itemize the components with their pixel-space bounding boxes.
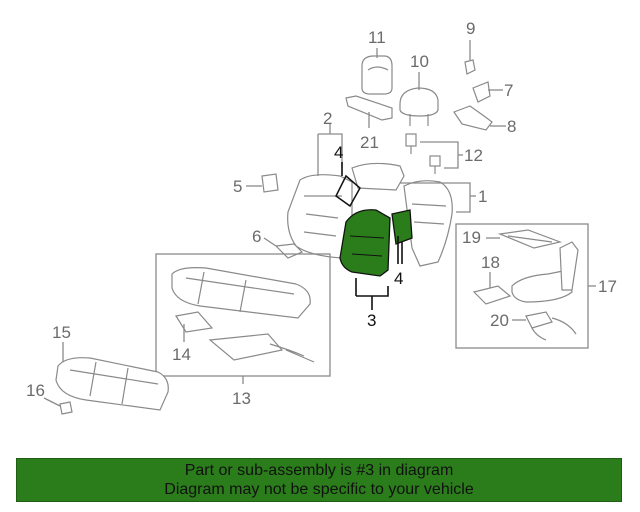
parts-diagram: 11 10 9 7 8 21 12: [26, 19, 617, 415]
guide-part-9[interactable]: [464, 59, 476, 75]
guide-part-12[interactable]: [405, 133, 441, 174]
banner-line-2: Diagram may not be specific to your vehi…: [164, 481, 474, 498]
callout-16: 16: [26, 381, 45, 400]
callout-4-upper: 4: [334, 143, 343, 162]
info-banner: Part or sub-assembly is #3 in diagram Di…: [16, 458, 622, 502]
callout-5: 5: [233, 177, 242, 196]
banner-line-1: Part or sub-assembly is #3 in diagram: [184, 462, 454, 479]
bracket-part-8[interactable]: [453, 105, 493, 131]
frame-part-19[interactable]: [497, 229, 563, 249]
module-part-18[interactable]: [472, 285, 512, 305]
callout-6: 6: [252, 227, 261, 246]
callout-15: 15: [52, 323, 71, 342]
headrest-part-11[interactable]: [361, 55, 393, 95]
callout-8: 8: [507, 117, 516, 136]
callout-11: 11: [368, 28, 386, 47]
seatback-part-1[interactable]: [403, 180, 453, 267]
callout-3: 3: [367, 311, 376, 330]
callout-20: 20: [490, 311, 509, 330]
callout-19: 19: [462, 228, 481, 247]
bracket-part-7[interactable]: [472, 81, 491, 103]
callout-17: 17: [598, 277, 617, 296]
cushion-pad-part-14[interactable]: [175, 311, 214, 333]
cushion-part-13[interactable]: [171, 267, 315, 363]
callout-10: 10: [410, 52, 429, 71]
callout-4-lower: 4: [394, 269, 403, 288]
callout-13: 13: [232, 389, 251, 408]
callout-1: 1: [478, 187, 487, 206]
bracket-part-21[interactable]: [345, 95, 393, 121]
callout-14: 14: [172, 345, 191, 364]
callout-12: 12: [464, 146, 483, 165]
callout-2: 2: [323, 109, 332, 128]
motor-part-20[interactable]: [525, 311, 577, 341]
seat-part-17-assembly[interactable]: [511, 241, 579, 303]
seatback-cover-part-3[interactable]: [339, 209, 413, 277]
headrest-part-10[interactable]: [399, 87, 439, 126]
clip-part-16[interactable]: [59, 401, 73, 415]
frame-part-4-upper: [335, 174, 361, 208]
callout-21: 21: [360, 133, 379, 152]
callout-9: 9: [466, 19, 475, 38]
callout-7: 7: [504, 81, 513, 100]
clip-part-5[interactable]: [261, 173, 279, 193]
callout-18: 18: [481, 253, 500, 272]
cushion-part-15[interactable]: [55, 357, 169, 411]
